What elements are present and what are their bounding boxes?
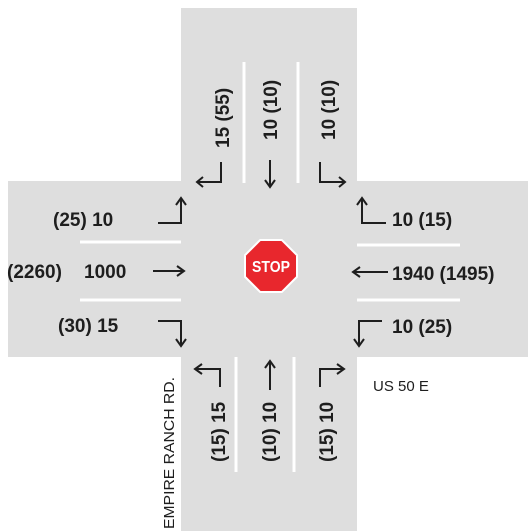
east-left-count: 10 (15) bbox=[392, 210, 452, 231]
north-right-count: 15 (55) bbox=[213, 88, 234, 148]
stop-sign-label: STOP bbox=[252, 259, 290, 276]
south-left-turn-arrow-icon bbox=[193, 363, 221, 387]
south-right-count: (15) 10 bbox=[317, 402, 338, 462]
south-right-turn-arrow-icon bbox=[319, 363, 346, 387]
north-through-arrow-icon bbox=[264, 160, 276, 189]
west-left-turn-arrow-icon bbox=[158, 196, 187, 224]
west-through-pm-count: 1000 bbox=[84, 262, 126, 283]
north-left-count: 10 (10) bbox=[319, 80, 340, 140]
east-through-arrow-icon bbox=[351, 266, 388, 278]
west-right-turn-arrow-icon bbox=[158, 320, 187, 348]
north-right-turn-arrow-icon bbox=[195, 162, 222, 188]
street-label-us-50-e: US 50 E bbox=[373, 378, 429, 395]
west-right-count: (30) 15 bbox=[58, 316, 119, 337]
east-through-count: 1940 (1495) bbox=[392, 264, 494, 285]
east-left-turn-arrow-icon bbox=[356, 196, 386, 224]
west-through-arrow-icon bbox=[153, 265, 186, 277]
south-through-arrow-icon bbox=[264, 359, 276, 390]
south-left-count: (15) 15 bbox=[209, 401, 230, 462]
east-right-count: 10 (25) bbox=[392, 317, 452, 338]
east-right-turn-arrow-icon bbox=[353, 320, 382, 348]
street-label-empire-ranch-rd: EMPIRE RANCH RD. bbox=[161, 377, 178, 529]
west-through-am-count: (2260) bbox=[7, 262, 62, 283]
north-left-turn-arrow-icon bbox=[319, 162, 347, 188]
north-through-count: 10 (10) bbox=[261, 80, 282, 140]
west-left-count: (25) 10 bbox=[53, 210, 113, 231]
stop-sign-icon: STOP bbox=[244, 239, 298, 293]
south-through-count: (10) 10 bbox=[260, 402, 281, 462]
